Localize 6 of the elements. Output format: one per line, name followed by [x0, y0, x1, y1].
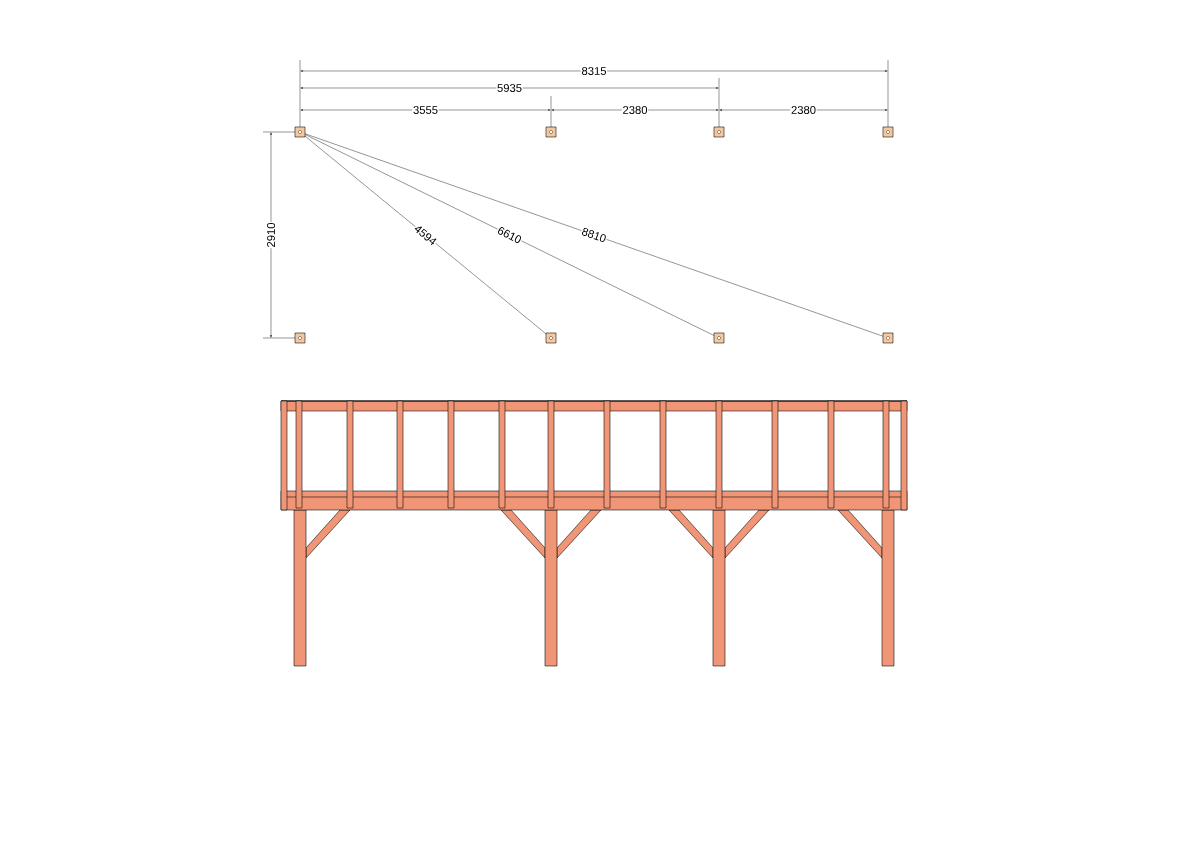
dimension-line: 2910	[266, 132, 276, 338]
dimension-line: 2380	[551, 105, 719, 115]
dimension-line: 2380	[719, 105, 888, 115]
dimension-line: 5935	[300, 83, 719, 93]
dimension-line: 3555	[300, 105, 551, 115]
dimension-line: 8315	[300, 66, 888, 76]
